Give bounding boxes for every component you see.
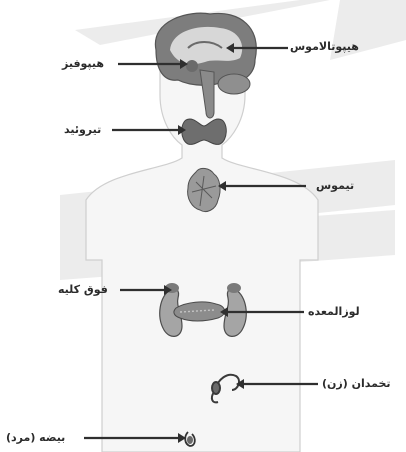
label-thymus: تیموس	[316, 179, 354, 193]
label-testis: بیضه (مرد)	[6, 431, 65, 445]
label-pituitary: هیپوفیز	[62, 57, 104, 71]
label-hypothalamus: هیپوتالاموس	[290, 40, 359, 54]
label-ovary: تخمدان (زن)	[322, 377, 391, 391]
label-thyroid: تیروئید	[64, 123, 101, 137]
label-pancreas: لوزالمعده	[308, 305, 360, 319]
label-adrenal: فوق کلیه	[58, 283, 108, 297]
